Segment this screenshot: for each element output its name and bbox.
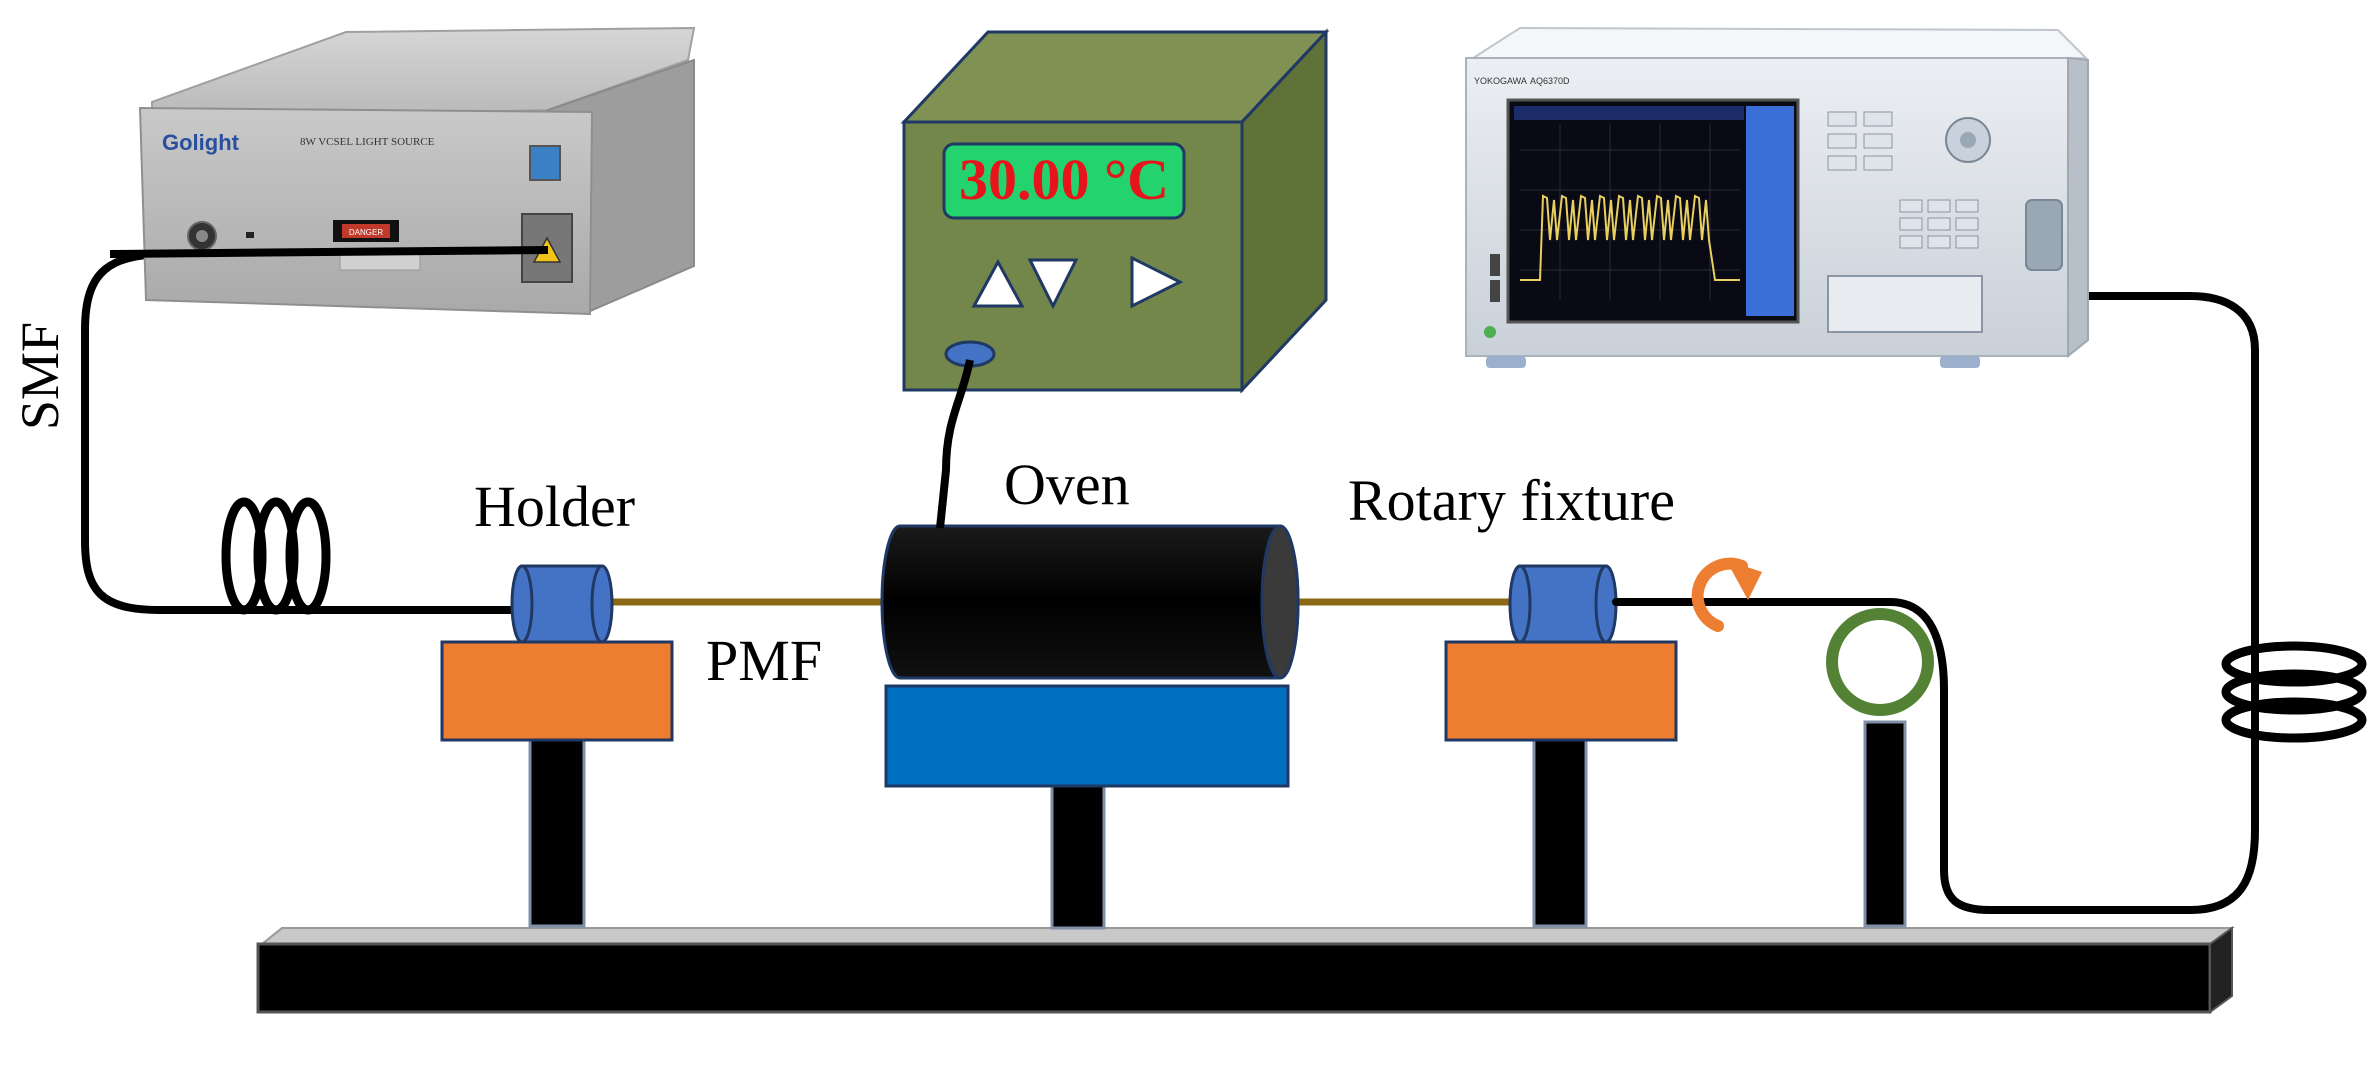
holder-fiber-clamp [510,564,614,644]
osa-brand: YOKOGAWA [1474,76,1527,86]
rotary-fixture-label: Rotary fixture [1348,468,1675,533]
smf-coil-left [221,497,331,615]
temperature-display [942,142,1186,220]
light-source-fiber [109,246,549,258]
guide-wheel-post [1863,720,1907,928]
up-arrow-button[interactable] [971,258,1025,308]
light-source-brand: Golight [162,130,240,155]
guide-wheel [1826,608,1934,716]
osa-spectrum-trace [1520,194,1740,281]
light-source-warning: DANGER [349,228,383,237]
holder-block [440,640,674,742]
oven-base [884,684,1290,788]
thermocouple-cable [936,359,974,529]
smf-label: SMF [10,322,70,430]
oven-label: Oven [1004,452,1130,517]
smf-fiber-right [1612,292,2259,914]
osa-model: AQ6370D [1530,76,1570,86]
light-source-display [529,145,561,181]
oven-post [1050,784,1106,930]
down-arrow-button[interactable] [1027,258,1079,310]
rotary-fiber-clamp [1508,564,1618,644]
holder-label: Holder [474,474,635,539]
temperature-controller: 30.00 °C [900,28,1330,529]
osa-control-panel [1827,111,1979,249]
temperature-readout: 30.00 °C [959,147,1169,212]
light-source: Golight 8W VCSEL LIGHT SOURCE DANGER [138,26,696,316]
optical-rail [256,926,2236,1014]
smf-coil-right [2221,641,2367,743]
osa-input-port [1827,275,1983,333]
rotary-fixture-block [1444,640,1678,742]
rotation-arrow-icon [1691,557,1762,632]
oven [880,524,1300,680]
holder-post [528,738,586,928]
light-source-model: 8W VCSEL LIGHT SOURCE [300,136,435,148]
pmf-label: PMF [706,628,822,693]
rotary-fixture-post [1532,738,1588,928]
optical-spectrum-analyzer: YOKOGAWA AQ6370D [1465,26,2089,368]
right-arrow-button[interactable] [1130,255,1184,309]
